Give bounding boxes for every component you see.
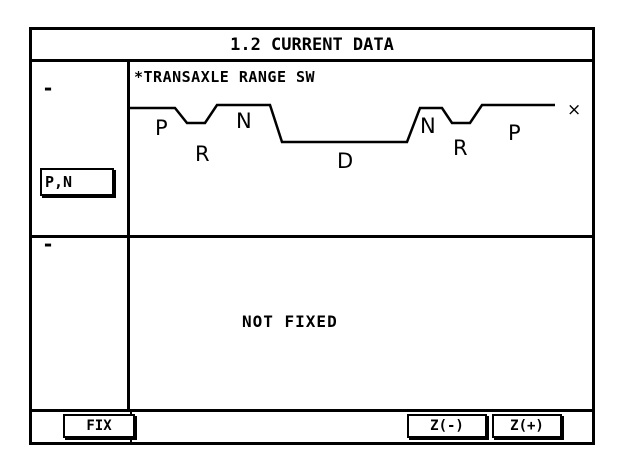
signal-label: *TRANSAXLE RANGE SW: [134, 68, 316, 86]
panel-divider: [32, 235, 592, 238]
wave-label-d: D: [337, 149, 353, 173]
waveform-graph: P R N D N R P ×: [130, 100, 581, 173]
wave-label-n1: N: [236, 109, 252, 133]
wave-label-r2: R: [453, 136, 468, 160]
scale-top-marker: -: [42, 76, 55, 100]
wave-label-p1: P: [155, 116, 168, 140]
function-key-bar: FIX Z(-) Z(+): [32, 409, 592, 442]
waveform-trace: [130, 103, 555, 144]
fix-button[interactable]: FIX: [63, 414, 135, 438]
zoom-in-button[interactable]: Z(+): [492, 414, 562, 438]
fix-status-text: NOT FIXED: [242, 312, 338, 331]
screen-title: 1.2 CURRENT DATA: [32, 30, 592, 62]
zoom-out-button[interactable]: Z(-): [407, 414, 487, 438]
current-value-box: P,N: [40, 168, 114, 196]
wave-label-n2: N: [420, 114, 436, 138]
wave-label-r1: R: [195, 142, 210, 166]
end-marker: ×: [567, 100, 581, 120]
wave-label-p2: P: [508, 121, 521, 145]
scale-bottom-marker: -: [42, 232, 55, 256]
scan-tool-screen: 1.2 CURRENT DATA - P,N - *TRANSAXLE RANG…: [29, 27, 595, 445]
